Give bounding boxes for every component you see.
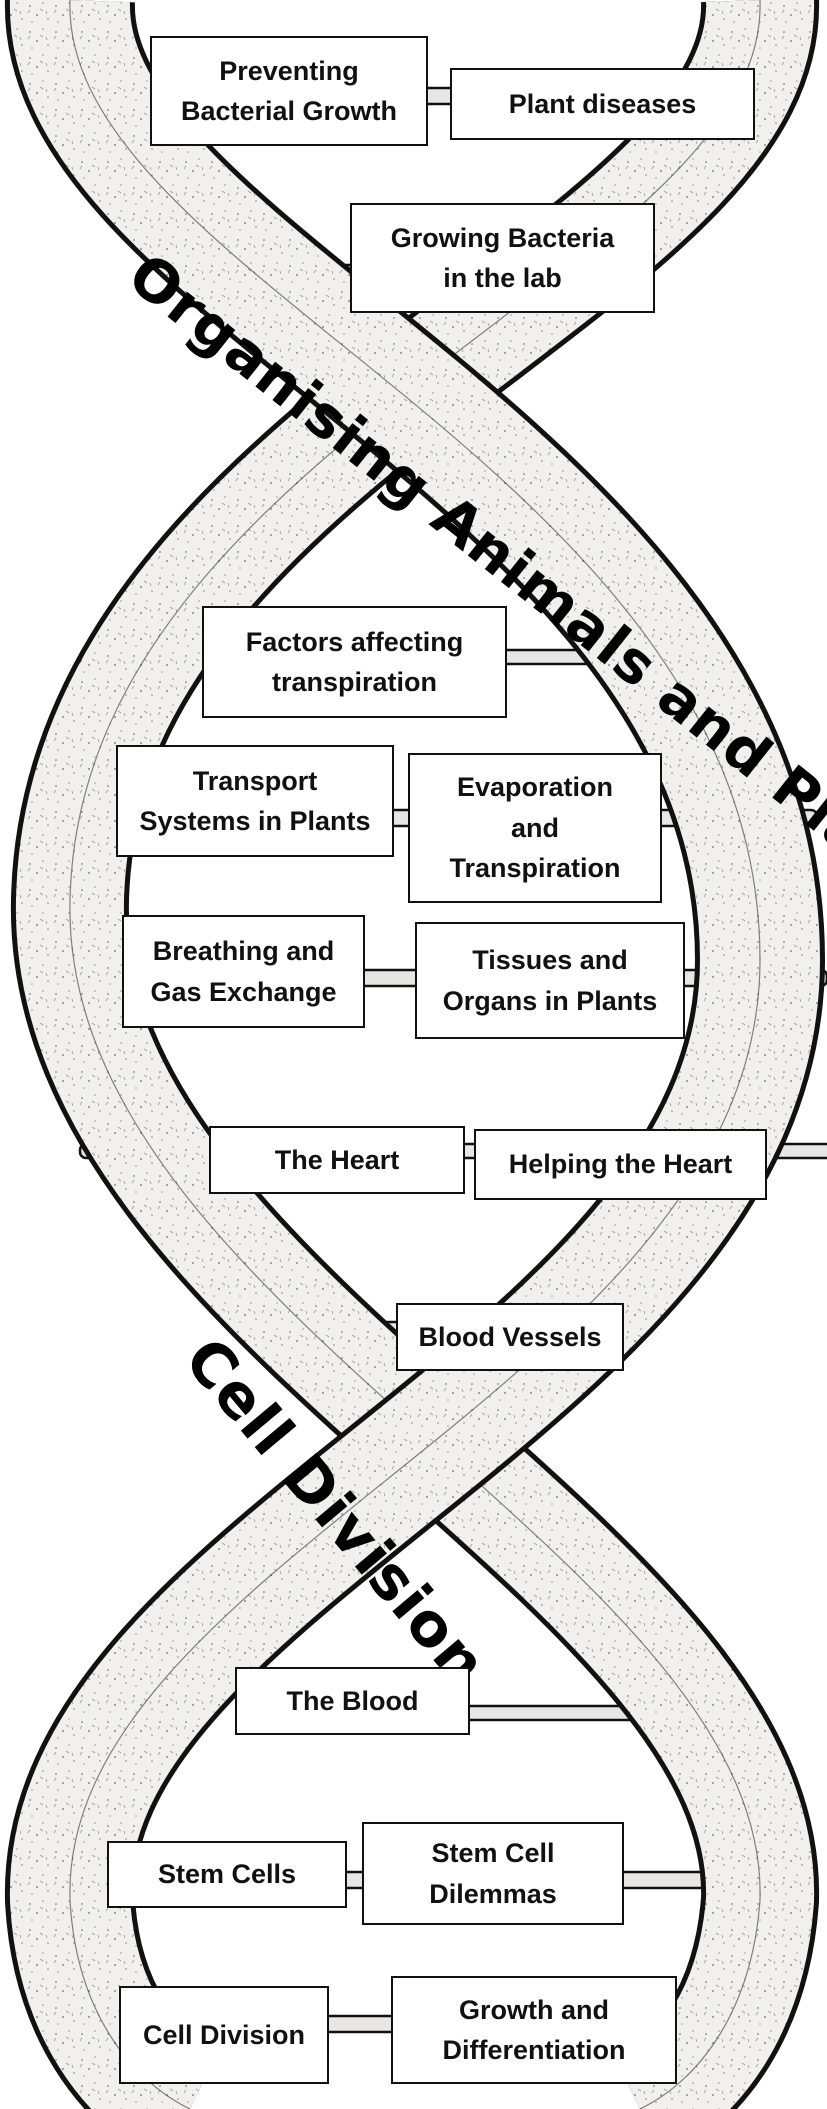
topic-stem-cells: Stem Cells <box>107 1841 347 1908</box>
topic-the-blood: The Blood <box>235 1667 470 1735</box>
topic-the-heart: The Heart <box>209 1126 465 1194</box>
topic-helping-the-heart: Helping the Heart <box>474 1129 767 1200</box>
topic-tissues-and-organs-in-plants: Tissues and Organs in Plants <box>415 922 685 1039</box>
topic-preventing-bacterial-growth: Preventing Bacterial Growth <box>150 36 428 146</box>
topic-growth-and-differentiation: Growth and Differentiation <box>391 1976 677 2084</box>
topic-cell-division: Cell Division <box>119 1986 329 2084</box>
topic-plant-diseases: Plant diseases <box>450 68 755 140</box>
topic-blood-vessels: Blood Vessels <box>396 1303 624 1371</box>
topic-breathing-and-gas-exchange: Breathing and Gas Exchange <box>122 915 365 1028</box>
topic-growing-bacteria: Growing Bacteria in the lab <box>350 203 655 313</box>
topic-evaporation-and-transpiration: Evaporation and Transpiration <box>408 753 662 903</box>
topic-factors-affecting-transpiration: Factors affecting transpiration <box>202 606 507 718</box>
topic-transport-systems-in-plants: Transport Systems in Plants <box>116 745 394 857</box>
topic-stem-cell-dilemmas: Stem Cell Dilemmas <box>362 1822 624 1925</box>
